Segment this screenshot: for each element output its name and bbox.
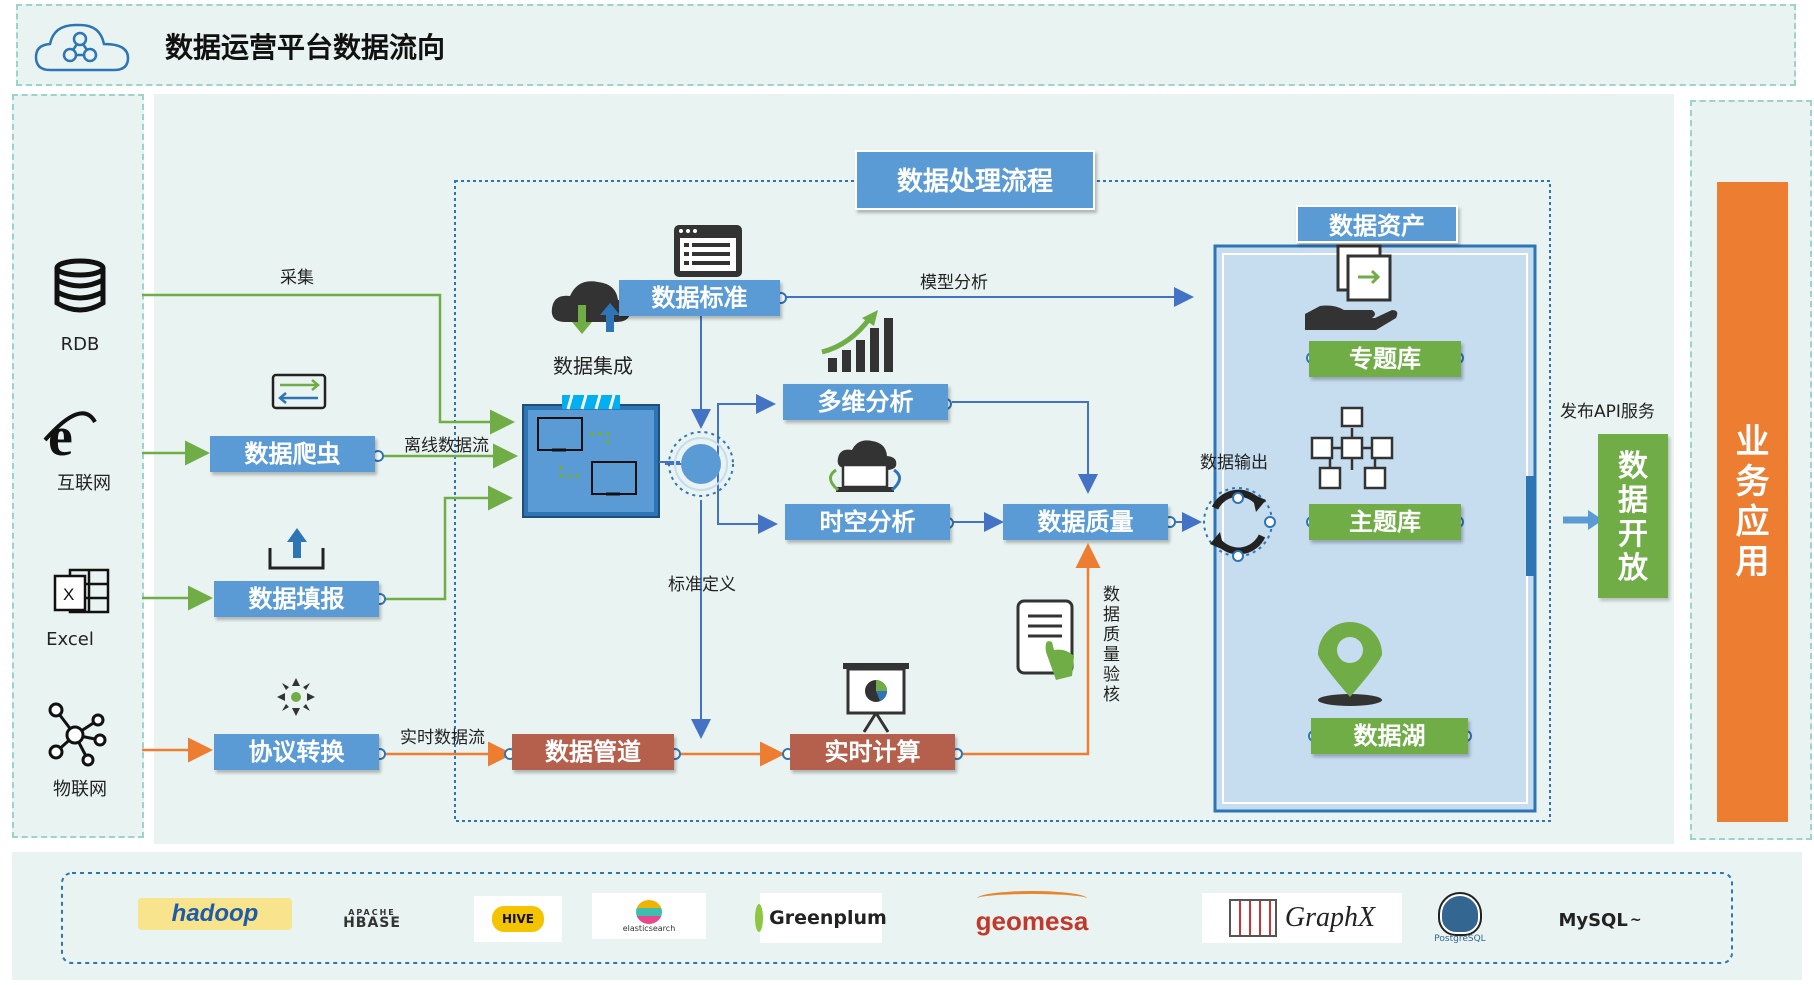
business-block[interactable]: 业务应用 — [1717, 182, 1788, 822]
data-open-block[interactable]: 数据开放 — [1598, 434, 1668, 598]
database-icon — [54, 258, 106, 313]
source-label-excel: Excel — [46, 629, 94, 650]
page-title: 数据运营平台数据流向 — [165, 31, 446, 64]
label-jicheng: 数据集成 — [553, 354, 633, 378]
logo-hbase-top: APACHE — [348, 908, 396, 917]
logo-geomesa-text: geomesa — [975, 906, 1089, 936]
cloud-transfer-icon — [551, 281, 631, 334]
header-panel — [16, 4, 1796, 86]
logo-elasticsearch: elasticsearch — [592, 893, 706, 939]
upload-icon — [268, 528, 325, 570]
logo-postgresql-text: PostgreSQL — [1434, 934, 1486, 944]
logo-mysql-text: MySQL — [1558, 909, 1628, 931]
logo-greenplum-text: Greenplum — [769, 907, 887, 929]
logo-hadoop-text: hadoop — [171, 900, 259, 927]
label-shuju-shuchu: 数据输出 — [1200, 453, 1268, 473]
node-biaozhun[interactable]: 数据标准 — [619, 280, 780, 316]
presentation-chart-icon — [843, 663, 909, 733]
svg-text:e: e — [48, 406, 73, 468]
iot-network-icon — [48, 702, 107, 767]
source-label-iot: 物联网 — [53, 779, 107, 800]
graph-network-icon — [1228, 899, 1277, 937]
elastic-mark-icon — [636, 899, 662, 924]
document-touch-icon — [1016, 599, 1074, 680]
asset-hu[interactable]: 数据湖 — [1311, 718, 1468, 754]
label-lixian: 离线数据流 — [404, 436, 489, 456]
label-shishi: 实时数据流 — [400, 728, 485, 748]
sync-arrows-icon — [271, 373, 327, 410]
cloud-network-icon — [34, 23, 130, 72]
asset-zhuti[interactable]: 主题库 — [1309, 504, 1461, 540]
hand-document-icon — [1305, 244, 1398, 330]
process-title: 数据处理流程 — [855, 150, 1095, 210]
sources-panel — [12, 94, 144, 838]
bar-growth-icon — [821, 310, 893, 372]
hub-node-icon — [659, 431, 734, 497]
logo-graphx-text: GraphX — [1284, 902, 1376, 933]
svg-text:X: X — [63, 585, 74, 604]
label-zhiliang-yanhe: 数据质量验核 — [1103, 585, 1120, 705]
convergence-icon — [277, 678, 315, 716]
logo-hive: HIVE — [474, 896, 562, 942]
node-pachong[interactable]: 数据爬虫 — [210, 436, 375, 472]
label-biaozhun-dingyi: 标准定义 — [668, 575, 736, 595]
node-guandao[interactable]: 数据管道 — [512, 734, 674, 770]
source-label-rdb: RDB — [60, 334, 100, 355]
logo-geomesa: geomesa — [966, 888, 1098, 940]
logo-mysql: MySQL ~ — [1555, 900, 1645, 940]
node-shikong[interactable]: 时空分析 — [785, 504, 950, 540]
node-xieyi[interactable]: 协议转换 — [214, 734, 379, 770]
assets-title: 数据资产 — [1296, 205, 1458, 243]
server-integration-icon — [522, 394, 660, 518]
cycle-arrows-icon — [1203, 487, 1276, 562]
logo-hadoop: hadoop — [138, 898, 292, 930]
node-zhiliang[interactable]: 数据质量 — [1003, 504, 1168, 540]
greenplum-mark-icon — [755, 904, 764, 932]
label-api: 发布API服务 — [1560, 402, 1655, 422]
logo-elasticsearch-text: elasticsearch — [622, 923, 676, 933]
hierarchy-icon — [1310, 406, 1394, 490]
cloud-laptop-icon — [829, 440, 901, 492]
logo-graphx: GraphX — [1202, 893, 1402, 943]
internet-explorer-icon: e — [43, 406, 97, 468]
logo-hbase: APACHE HBASE — [332, 902, 412, 934]
node-tianbao[interactable]: 数据填报 — [214, 581, 379, 617]
excel-icon: X — [53, 568, 110, 614]
logo-hbase-bottom: HBASE — [343, 915, 401, 931]
elephant-icon — [1440, 894, 1480, 934]
logo-greenplum: Greenplum — [755, 893, 887, 943]
node-shishi-jisuan[interactable]: 实时计算 — [790, 734, 955, 770]
source-label-internet: 互联网 — [57, 473, 111, 494]
asset-zhuanti[interactable]: 专题库 — [1309, 341, 1461, 377]
dolphin-icon: ~ — [1629, 912, 1642, 928]
label-moxing: 模型分析 — [920, 273, 988, 293]
logo-postgresql: PostgreSQL — [1428, 890, 1492, 948]
node-duowei[interactable]: 多维分析 — [783, 384, 948, 420]
label-caiji: 采集 — [280, 268, 314, 288]
logo-hive-text: HIVE — [492, 906, 544, 932]
map-pin-icon — [1318, 622, 1382, 706]
list-window-icon — [674, 225, 742, 277]
mountain-icon — [977, 891, 1087, 906]
